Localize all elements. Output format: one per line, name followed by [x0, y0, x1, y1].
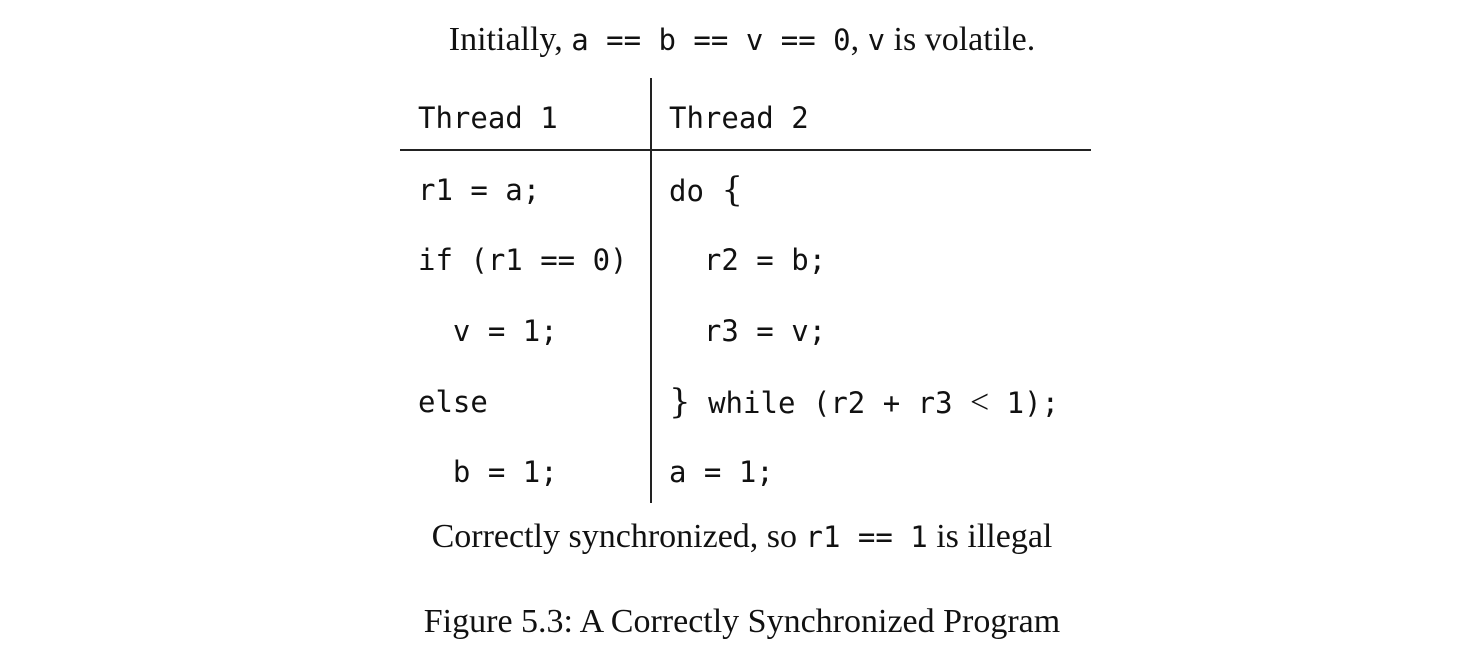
initial-code-var: v — [867, 23, 886, 57]
initial-code-expr: a == b == v == 0 — [571, 23, 851, 57]
thread2-line: } while (r2 + r3 < 1); — [669, 382, 1059, 422]
thread2-header: Thread 2 — [669, 101, 809, 135]
thread-code-table: Thread 1 Thread 2 r1 = a; if (r1 == 0) v… — [400, 78, 1091, 503]
thread2-line: do { — [669, 170, 743, 210]
synchronization-note: Correctly synchronized, so r1 == 1 is il… — [0, 517, 1484, 563]
thread2-while-end: 1); — [989, 386, 1060, 420]
note-suffix: is illegal — [927, 518, 1053, 555]
figure-caption: Figure 5.3: A Correctly Synchronized Pro… — [423, 603, 1061, 640]
thread2-do: do — [669, 174, 722, 208]
column-divider — [650, 78, 652, 503]
initial-middle: , — [850, 21, 868, 58]
note-code: r1 == 1 — [805, 520, 928, 554]
thread1-line: else — [418, 385, 488, 419]
initial-prefix: Initially, — [448, 21, 572, 58]
thread2-line: a = 1; — [669, 455, 774, 489]
thread1-line: v = 1; — [418, 314, 558, 348]
open-brace: { — [721, 170, 744, 210]
thread1-header: Thread 1 — [418, 101, 558, 135]
initial-suffix: is volatile. — [885, 21, 1036, 58]
thread1-line: b = 1; — [418, 455, 558, 489]
note-prefix: Correctly synchronized, so — [431, 518, 806, 555]
thread2-while: while (r2 + r3 — [690, 386, 970, 420]
thread2-line: r2 = b; — [669, 243, 827, 277]
initial-condition: Initially, a == b == v == 0, v is volati… — [0, 20, 1484, 66]
header-divider — [400, 149, 1091, 151]
thread1-line: if (r1 == 0) — [418, 243, 628, 277]
thread2-line: r3 = v; — [669, 314, 827, 348]
thread1-line: r1 = a; — [418, 173, 541, 207]
close-brace: } — [669, 382, 691, 422]
less-than-symbol: < — [970, 384, 990, 421]
